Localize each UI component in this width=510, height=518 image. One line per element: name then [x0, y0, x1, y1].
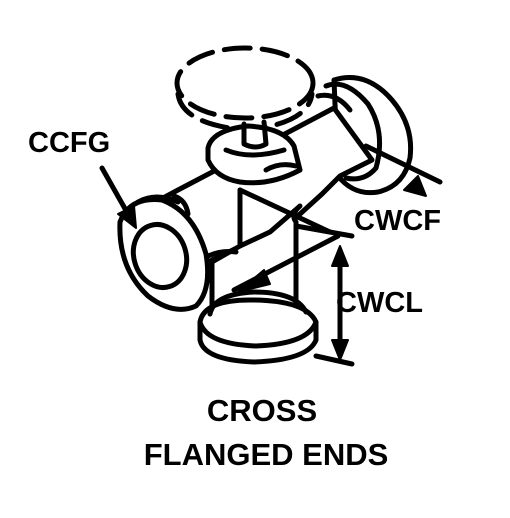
bottom-flange: [197, 289, 319, 365]
label-cwcl: CWCL: [336, 287, 423, 319]
label-ccfg: CCFG: [28, 127, 110, 159]
caption-line-1: CROSS: [207, 393, 317, 428]
top-dashed-flange: [174, 45, 316, 133]
caption-line-2: FLANGED ENDS: [144, 437, 389, 472]
dimension-lines: [99, 143, 443, 367]
left-flange: [117, 194, 211, 312]
body-contours: [171, 162, 299, 259]
label-cwcf: CWCF: [354, 205, 441, 237]
top-branch-socket: [205, 119, 303, 186]
